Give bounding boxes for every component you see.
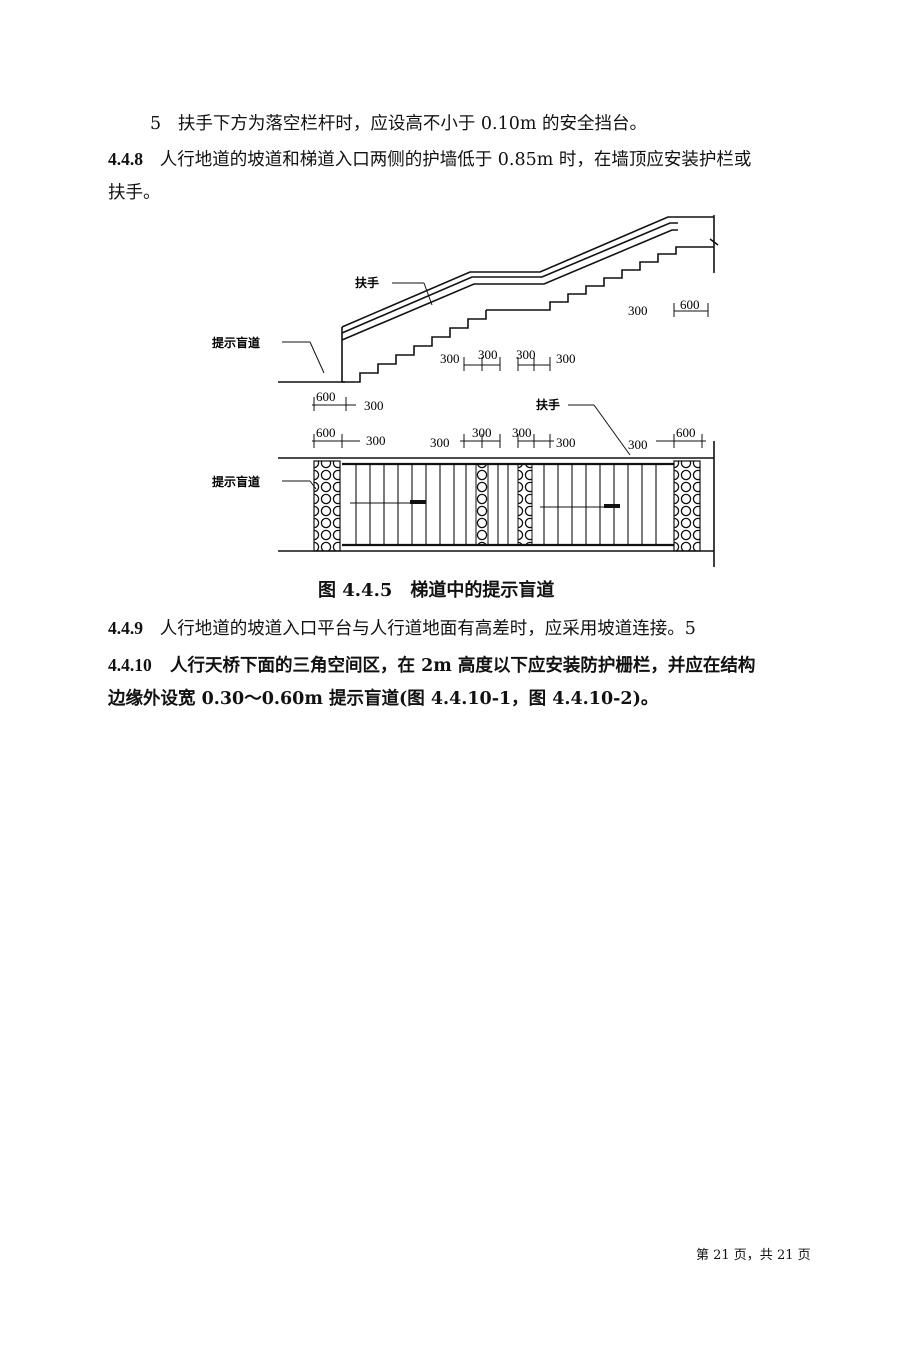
page-footer: 第 21 页，共 21 页 xyxy=(696,1248,811,1263)
figure-caption: 图 4.4.5 梯道中的提示盲道 xyxy=(318,580,555,601)
dim-300-plan-right: 300 xyxy=(628,437,648,452)
dim-300-mid-d: 300 xyxy=(556,351,576,366)
clause-4-4-10-line2: 边缘外设宽 0.30～0.60m 提示盲道(图 4.4.10-1，图 4.4.1… xyxy=(108,689,659,709)
stair-elevation xyxy=(278,215,719,383)
clause-4-4-8-line2: 扶手。 xyxy=(108,183,161,203)
label-tactile-plan: 提示盲道 xyxy=(212,474,260,489)
dim-300-plan-b: 300 xyxy=(472,425,492,440)
stair-tactile-figure: 扶手 提示盲道 300 600 300 300 300 300 600 300 … xyxy=(212,215,719,567)
item-number: 5 xyxy=(150,114,162,134)
clause-4-4-8: 4.4.8 人行地道的坡道和梯道入口两侧的护墙低于 0.85m 时，在墙顶应安装… xyxy=(108,148,751,171)
clause-number: 4.4.8 xyxy=(108,149,143,169)
clause-text-line1: 人行地道的坡道和梯道入口两侧的护墙低于 0.85m 时，在墙顶应安装护栏或 xyxy=(159,150,752,170)
clause-text-line1: 人行天桥下面的三角空间区，在 2m 高度以下应安装防护栅栏，并应在结构 xyxy=(170,656,756,676)
clause-4-4-10: 4.4.10 人行天桥下面的三角空间区，在 2m 高度以下应安装防护栅栏，并应在… xyxy=(108,654,755,677)
dim-300-mid-a: 300 xyxy=(440,351,460,366)
clause-number: 4.4.9 xyxy=(108,618,143,638)
dim-300-top-right: 300 xyxy=(628,303,648,318)
dim-300-mid-b: 300 xyxy=(478,347,498,362)
dim-300-plan-left: 300 xyxy=(366,433,386,448)
dim-300-plan-a: 300 xyxy=(430,435,450,450)
clause-number: 4.4.10 xyxy=(108,655,152,675)
clause-4-4-9: 4.4.9 人行地道的坡道入口平台与人行道地面有高差时，应采用坡道连接。5 xyxy=(108,617,696,640)
dim-600-plan-left: 600 xyxy=(316,425,336,440)
label-handrail-plan: 扶手 xyxy=(536,397,560,412)
dim-600-plan-right: 600 xyxy=(676,425,696,440)
dim-300-base: 300 xyxy=(364,398,384,413)
dim-300-plan-c: 300 xyxy=(512,425,532,440)
paragraph-item-5: 5 扶手下方为落空栏杆时，应设高不小于 0.10m 的安全挡台。 xyxy=(150,113,647,135)
clause-text: 人行地道的坡道入口平台与人行道地面有高差时，应采用坡道连接。5 xyxy=(159,619,696,639)
dim-600-top-right: 600 xyxy=(680,297,700,312)
item-text: 扶手下方为落空栏杆时，应设高不小于 0.10m 的安全挡台。 xyxy=(177,114,648,134)
stair-plan xyxy=(278,441,715,567)
label-handrail-elevation: 扶手 xyxy=(355,275,379,290)
dim-300-mid-c: 300 xyxy=(516,347,536,362)
dim-300-plan-d: 300 xyxy=(556,435,576,450)
dim-600-base: 600 xyxy=(316,389,336,404)
label-tactile-elevation: 提示盲道 xyxy=(212,335,260,350)
